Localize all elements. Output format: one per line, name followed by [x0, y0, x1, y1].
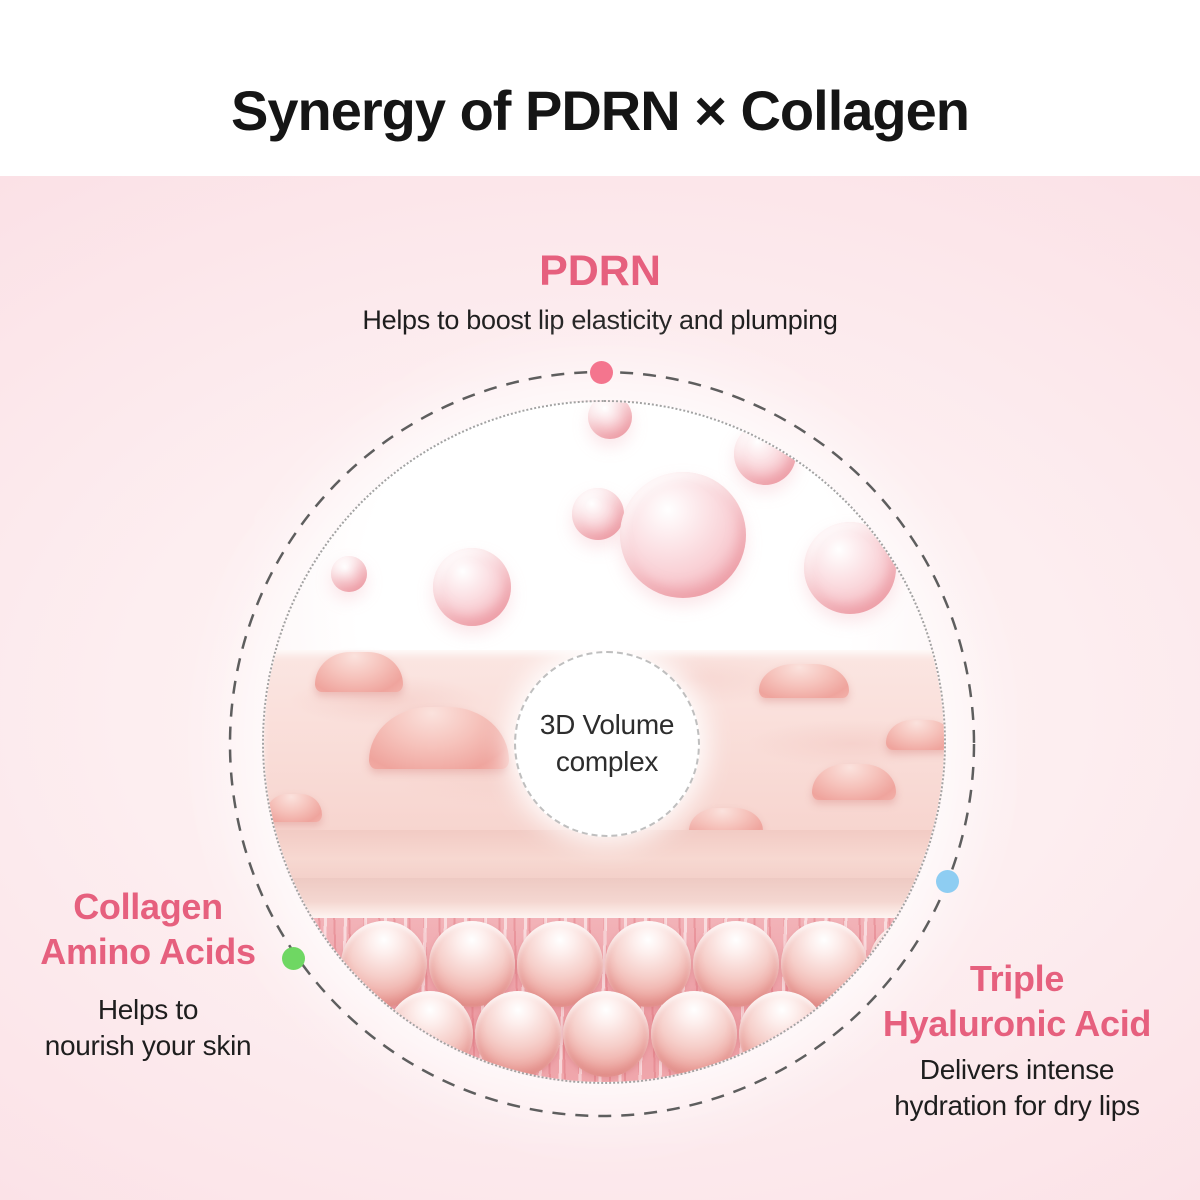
collagen-sphere — [475, 991, 561, 1077]
pdrn-heading: PDRN — [539, 247, 661, 295]
title-band: Synergy of PDRN × Collagen — [0, 0, 1200, 176]
collagen-sphere — [341, 921, 427, 1007]
hyaluronic-heading-line1: Triple — [969, 958, 1065, 999]
collagen-description-line1: Helps to — [97, 994, 199, 1025]
skin-front-layer — [264, 830, 944, 878]
serum-bubble — [588, 402, 632, 439]
collagen-description-line2: nourish your skin — [44, 1030, 252, 1062]
serum-bubble — [620, 472, 746, 598]
skin-dome — [266, 794, 322, 822]
collagen-heading-line1: Collagen — [73, 886, 223, 927]
volume-complex-line1: 3D Volume — [539, 709, 675, 741]
collagen-description: Helps to nourish your skin — [8, 992, 288, 1065]
collagen-sphere — [387, 991, 473, 1077]
skin-dome — [812, 764, 896, 800]
skin-dome — [759, 664, 849, 698]
pdrn-marker-dot — [590, 361, 613, 384]
hyaluronic-description: Delivers intense hydration for dry lips — [847, 1052, 1187, 1125]
hyaluronic-marker-dot — [936, 870, 959, 893]
cream-layer — [264, 878, 944, 918]
skin-dome — [886, 720, 944, 750]
collagen-sphere — [563, 991, 649, 1077]
serum-bubble — [734, 423, 796, 485]
skin-dome — [315, 652, 403, 692]
volume-complex-line2: complex — [555, 746, 659, 777]
collagen-heading: Collagen Amino Acids — [8, 884, 288, 974]
serum-bubble — [331, 556, 367, 592]
pdrn-description: Helps to boost lip elasticity and plumpi… — [362, 305, 838, 335]
hyaluronic-description-line1: Delivers intense — [919, 1054, 1115, 1085]
collagen-marker-dot — [282, 947, 305, 970]
collagen-sphere — [651, 991, 737, 1077]
volume-complex-badge: 3D Volume complex — [514, 651, 700, 837]
page-title: Synergy of PDRN × Collagen — [231, 79, 970, 142]
collagen-sphere — [739, 991, 825, 1077]
hyaluronic-heading-line2: Hyaluronic Acid — [882, 1003, 1152, 1044]
collagen-sphere — [869, 921, 944, 1007]
serum-bubble — [572, 488, 624, 540]
collagen-heading-line2: Amino Acids — [40, 931, 256, 972]
serum-bubble — [804, 522, 896, 614]
hyaluronic-description-line2: hydration for dry lips — [894, 1090, 1140, 1122]
skin-dome — [369, 707, 509, 769]
hyaluronic-heading: Triple Hyaluronic Acid — [847, 956, 1187, 1046]
serum-bubble — [433, 548, 511, 626]
